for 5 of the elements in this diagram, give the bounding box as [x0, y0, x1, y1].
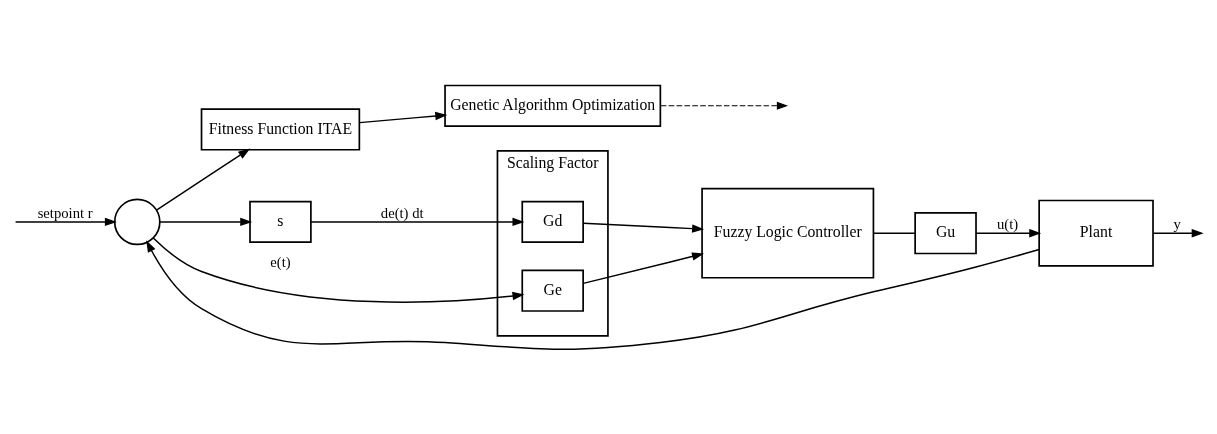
edge-label: y	[1173, 215, 1181, 232]
edge-label: setpoint r	[37, 204, 93, 221]
edge-label: de(t) dt	[380, 204, 424, 221]
edge-label: u(t)	[997, 215, 1019, 232]
edge-label: e(t)	[270, 253, 291, 270]
